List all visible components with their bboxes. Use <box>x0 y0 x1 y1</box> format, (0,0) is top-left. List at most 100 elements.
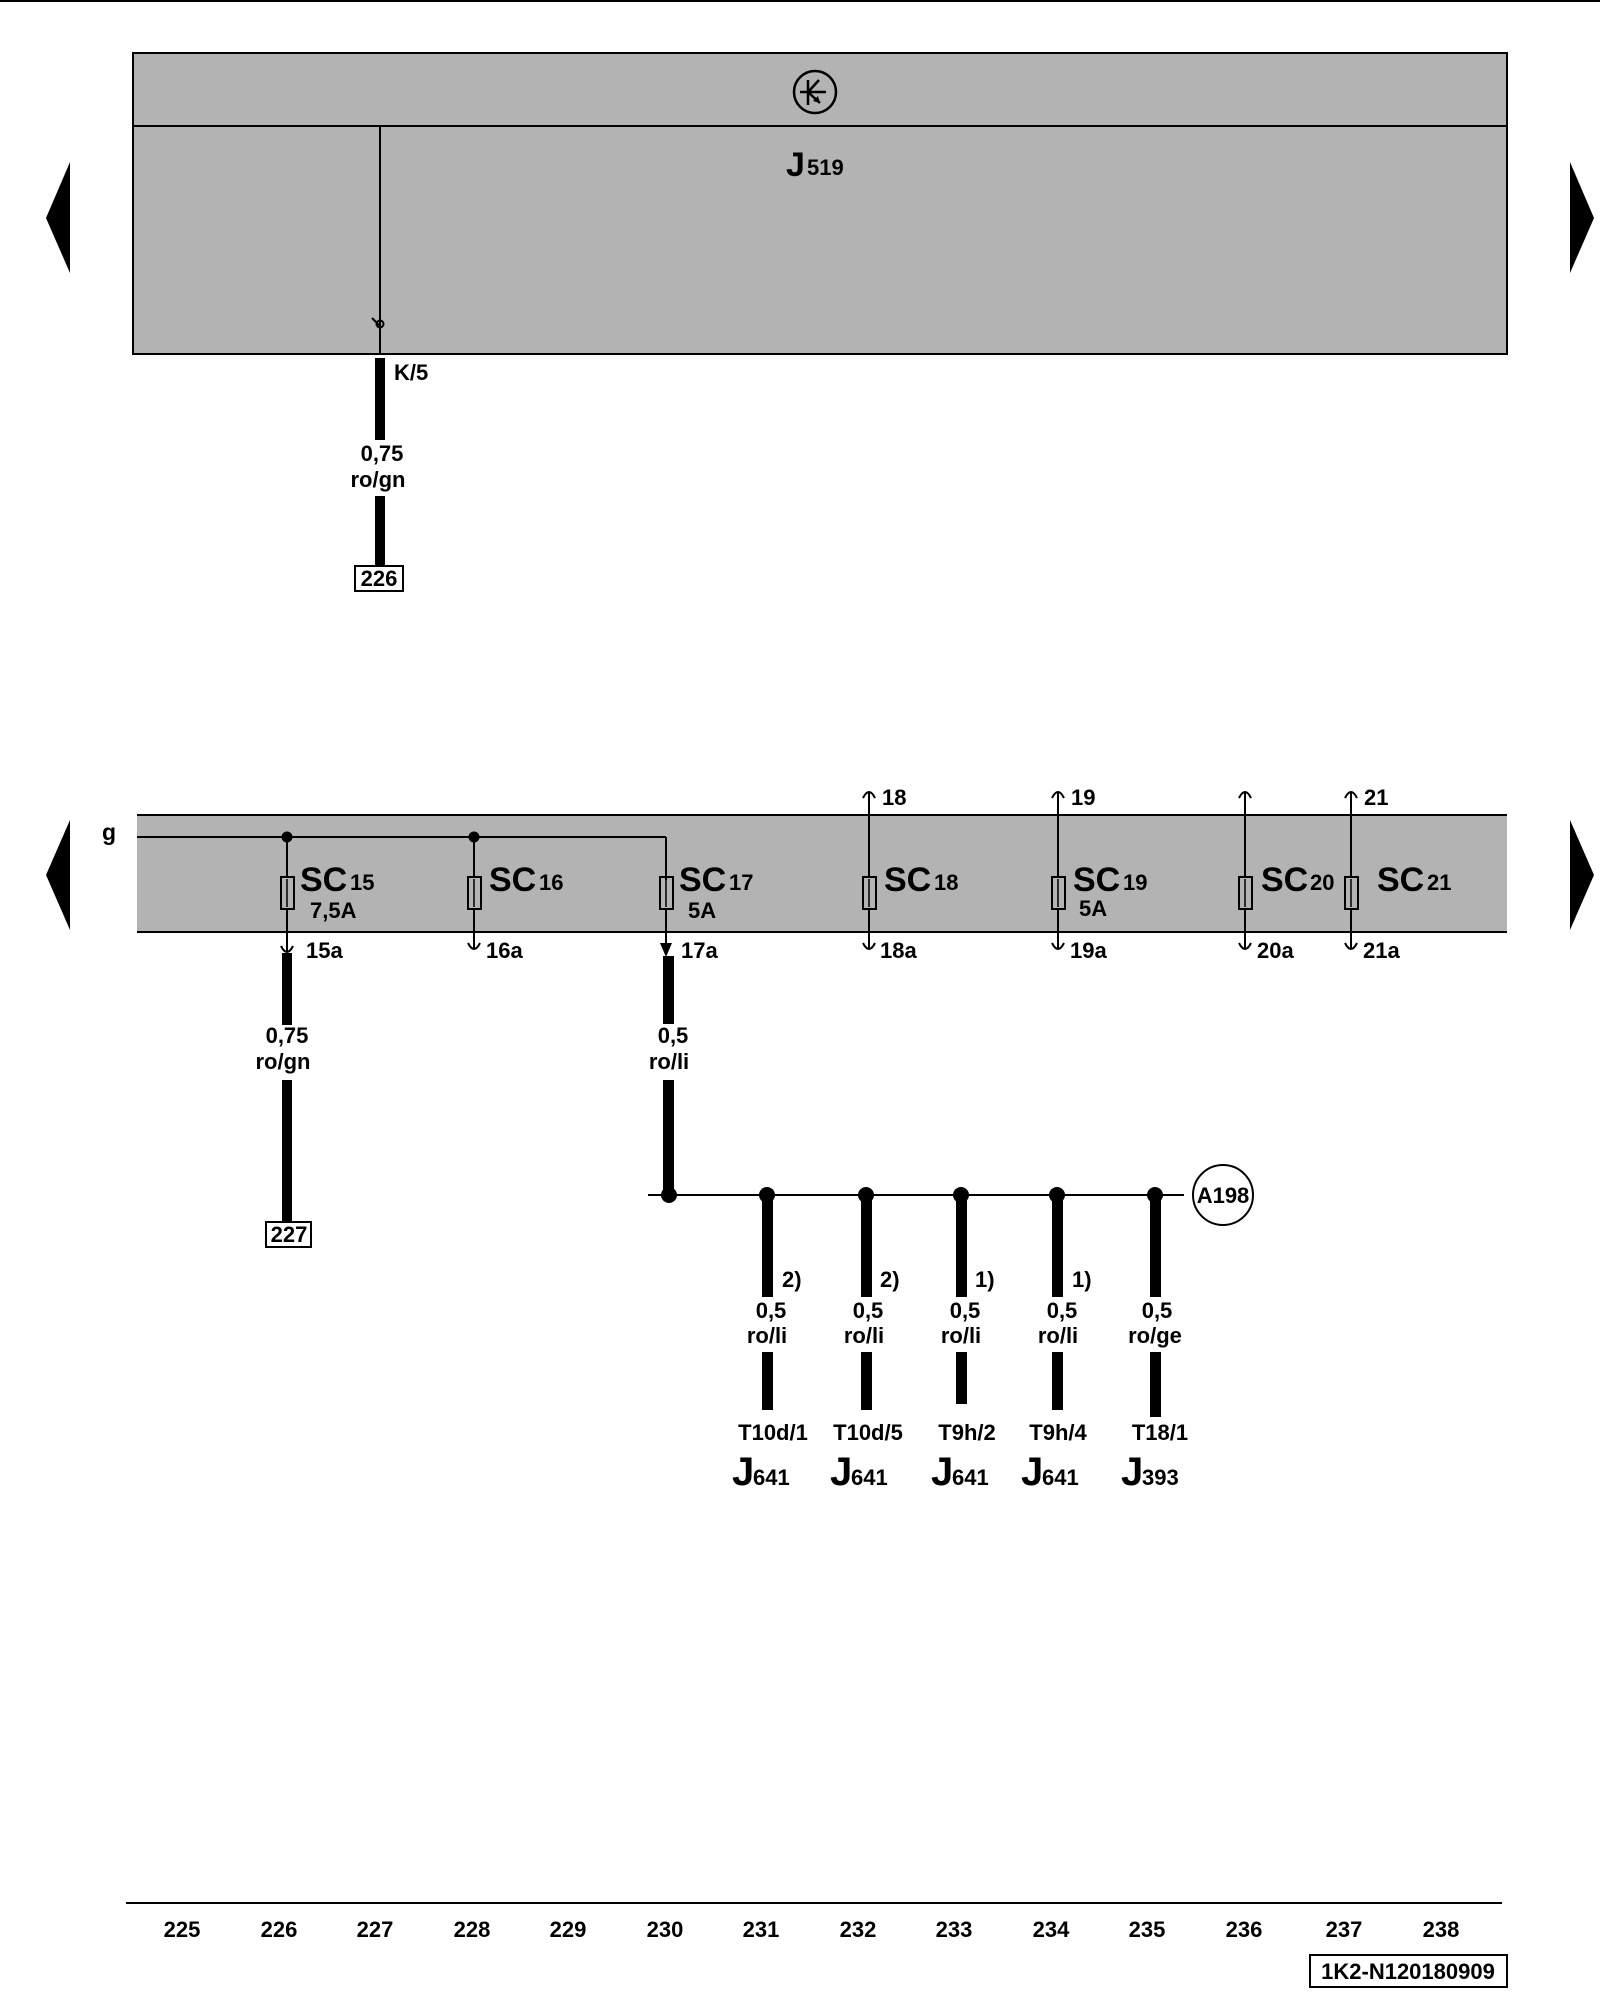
ref-226-label[interactable]: 226 <box>361 566 398 591</box>
fuse-sc18[interactable]: SC 18 18 18a <box>862 785 958 963</box>
branch-component: J <box>732 1450 754 1494</box>
fuse-sc19[interactable]: SC 19 5A 19 19a <box>1051 785 1147 963</box>
ruler-number: 233 <box>936 1917 973 1942</box>
branch-component-index: 641 <box>1042 1465 1079 1490</box>
ref-box-227[interactable] <box>265 1221 312 1248</box>
ruler-number: 238 <box>1423 1917 1460 1942</box>
ruler-number: 227 <box>357 1917 394 1942</box>
fuse-row: SC 15 7,5A 15a SC 16 16a SC 17 5A 17a SC <box>280 785 1451 963</box>
fuse-index: 19 <box>1123 870 1147 895</box>
fuse-code: SC <box>1377 861 1424 899</box>
branch-component-index: 641 <box>851 1465 888 1490</box>
branch-component-index: 641 <box>952 1465 989 1490</box>
module-header-band <box>132 52 1508 127</box>
feed-bus <box>137 831 667 880</box>
prev-page-arrow-bottom[interactable] <box>46 820 70 930</box>
sc17-wire-size: 0,5 <box>658 1023 689 1048</box>
branch-component: J <box>931 1450 953 1494</box>
fuse-code: SC <box>1073 861 1120 899</box>
branch-component: J <box>1121 1450 1143 1494</box>
fuse-code: SC <box>1261 861 1308 899</box>
splice-a198-circle <box>1192 1164 1254 1226</box>
branch-connector: T9h/4 <box>1029 1420 1087 1445</box>
fuse-code: SC <box>489 861 536 899</box>
module-name: J <box>786 146 805 184</box>
fuse-bottom-pin: 20a <box>1257 938 1294 963</box>
branch-wire-size: 0,5 <box>853 1298 884 1323</box>
fuse-rating: 7,5A <box>310 898 357 923</box>
branch-wires <box>762 1195 1161 1417</box>
ruler-number: 226 <box>261 1917 298 1942</box>
branch-wire-color: ro/ge <box>1128 1323 1182 1348</box>
ref-box-226[interactable] <box>354 565 404 592</box>
terminal-markers <box>280 791 1358 953</box>
branch-3[interactable]: 1) 0,5 ro/li T9h/2 J 641 <box>931 1267 996 1494</box>
fuse-index: 17 <box>729 870 753 895</box>
prev-page-arrow-top[interactable] <box>46 162 70 273</box>
fuse-rating: 5A <box>688 898 716 923</box>
branch-note: 2) <box>782 1267 802 1292</box>
doc-code: 1K2-N120180909 <box>1321 1959 1495 1984</box>
branch-wire-size: 0,5 <box>1142 1298 1173 1323</box>
fuse-code: SC <box>300 861 347 899</box>
branch-2[interactable]: 2) 0,5 ro/li T10d/5 J 641 <box>830 1267 903 1494</box>
doc-code-box <box>1309 1954 1508 1988</box>
fuse-sc16[interactable]: SC 16 16a <box>467 861 563 963</box>
sc15-wire-color: ro/gn <box>256 1049 311 1074</box>
branch-component-index: 641 <box>753 1465 790 1490</box>
branch-connector: T10d/1 <box>738 1420 808 1445</box>
branch-component-index: 393 <box>1142 1465 1179 1490</box>
branch-wire-color: ro/li <box>844 1323 884 1348</box>
sc15-wire-size: 0,75 <box>266 1023 309 1048</box>
fuse-top-pin: 18 <box>882 785 906 810</box>
next-page-arrow-top[interactable] <box>1570 162 1594 273</box>
next-page-arrow-bottom[interactable] <box>1570 820 1594 930</box>
sc17-arrow <box>660 943 672 957</box>
top-wire <box>371 126 385 566</box>
fuse-bottom-pin: 15a <box>306 938 343 963</box>
fuse-top-pin: 21 <box>1364 785 1388 810</box>
branch-4[interactable]: 1) 0,5 ro/li T9h/4 J 641 <box>1021 1267 1092 1494</box>
sc17-wire-color: ro/li <box>649 1049 689 1074</box>
fuse-sc20[interactable]: SC 20 20a <box>1238 792 1334 963</box>
fuse-bottom-pin: 16a <box>486 938 523 963</box>
splice-a198-label: A198 <box>1197 1183 1250 1208</box>
splice-bus <box>648 1187 1184 1203</box>
branch-connector: T18/1 <box>1132 1420 1188 1445</box>
branch-note: 2) <box>880 1267 900 1292</box>
sc15-wire <box>282 953 292 1223</box>
fuse-sc17[interactable]: SC 17 5A 17a <box>659 861 753 963</box>
branch-wire-color: ro/li <box>747 1323 787 1348</box>
branch-component: J <box>830 1450 852 1494</box>
ruler-number: 234 <box>1033 1917 1070 1942</box>
fuse-sc15[interactable]: SC 15 7,5A 15a <box>280 861 374 963</box>
branch-component: J <box>1021 1450 1043 1494</box>
module-j519: J 519 <box>132 52 1508 355</box>
branch-wire-size: 0,5 <box>1047 1298 1078 1323</box>
ruler-number: 232 <box>840 1917 877 1942</box>
fuse-bottom-pin: 21a <box>1363 938 1400 963</box>
branch-wire-color: ro/li <box>1038 1323 1078 1348</box>
top-pin-label: K/5 <box>394 360 428 385</box>
fuse-sc21[interactable]: SC 21 21 21a <box>1344 785 1451 963</box>
branch-note: 1) <box>1072 1267 1092 1292</box>
branch-1[interactable]: 2) 0,5 ro/li T10d/1 J 641 <box>732 1267 808 1494</box>
ref-227-label[interactable]: 227 <box>271 1222 308 1247</box>
fuse-index: 20 <box>1310 870 1334 895</box>
top-wire-size: 0,75 <box>361 441 404 466</box>
fuse-index: 21 <box>1427 870 1451 895</box>
branch-wire-color: ro/li <box>941 1323 981 1348</box>
branch-wire-size: 0,5 <box>756 1298 787 1323</box>
branch-5[interactable]: 0,5 ro/ge T18/1 J 393 <box>1121 1298 1188 1494</box>
fuse-code: SC <box>884 861 931 899</box>
module-index: 519 <box>807 155 844 180</box>
fuse-holder-panel <box>137 814 1507 933</box>
branch-connector: T10d/5 <box>833 1420 903 1445</box>
fuse-bottom-pin: 18a <box>880 938 917 963</box>
top-wire-color: ro/gn <box>351 467 406 492</box>
ruler-number: 228 <box>454 1917 491 1942</box>
ruler-number: 229 <box>550 1917 587 1942</box>
ruler-number: 236 <box>1226 1917 1263 1942</box>
sc17-wire <box>663 956 674 1195</box>
